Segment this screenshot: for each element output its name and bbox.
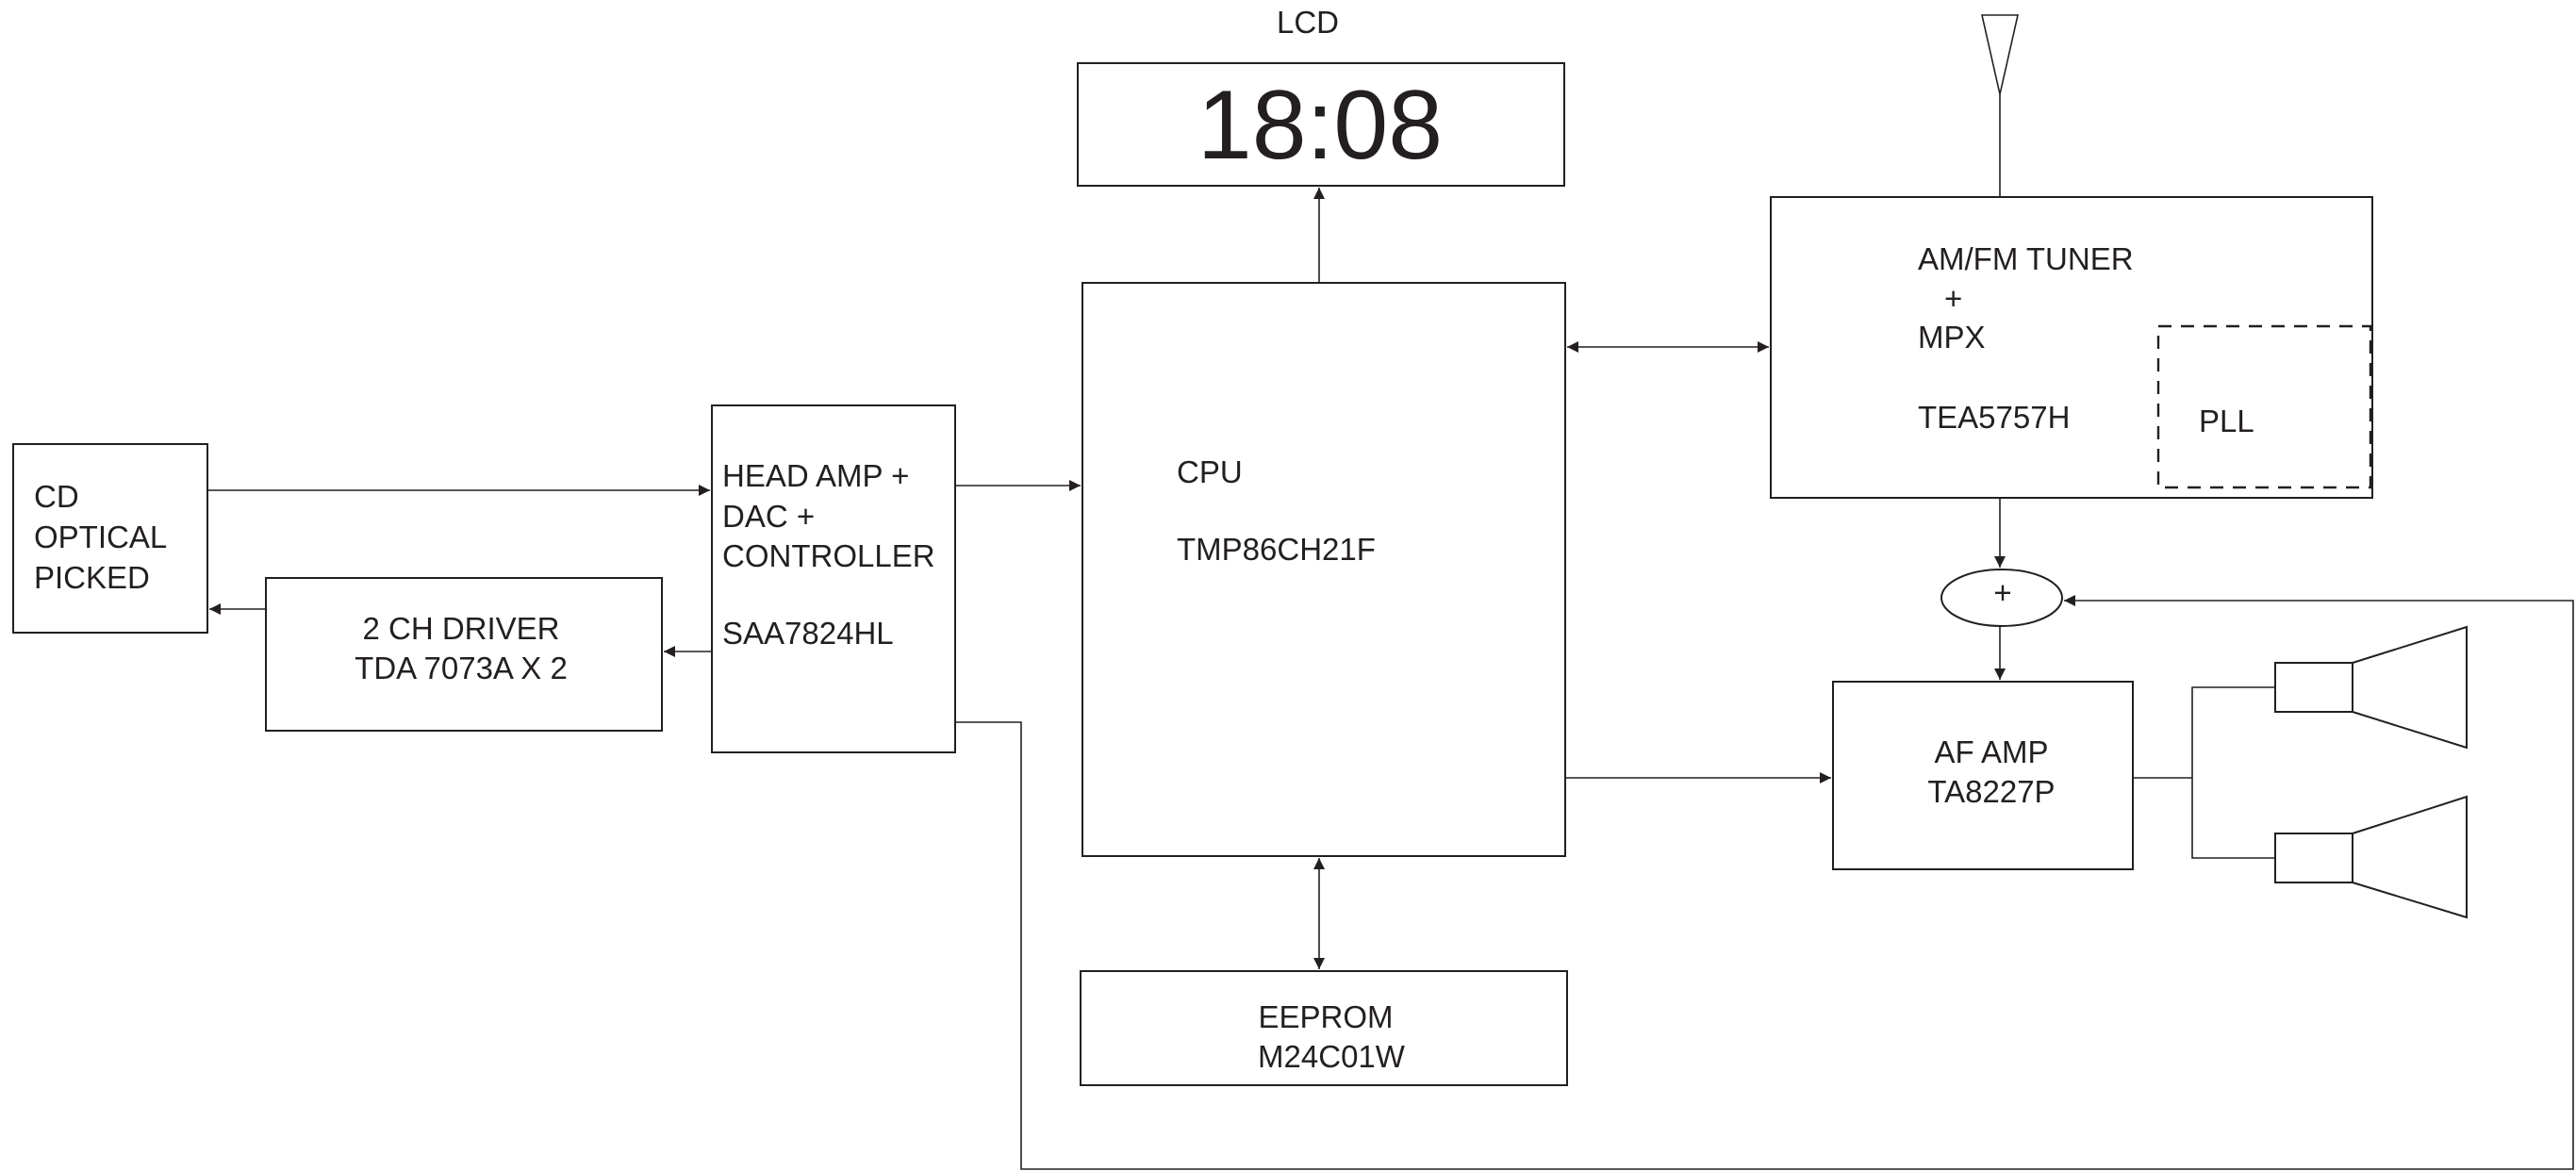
tuner-mpx-label: MPX [1918,320,1986,355]
lcd-display-value: 18:08 [1197,71,1443,180]
driver-part-number: TDA 7073A X 2 [355,651,568,685]
tuner-block: AM/FM TUNER + MPX TEA5757H PLL [1770,196,2373,499]
af-amp-part-number: TA8227P [1927,774,2055,809]
tuner-label: AM/FM TUNER [1918,241,2134,276]
cpu-block: CPU TMP86CH21F [1082,282,1566,857]
eeprom-block: EEPROM M24C01W [1080,970,1568,1086]
antenna-icon [1980,14,2020,197]
tuner-plus: + [1944,281,1962,316]
head-amp-part-number: SAA7824HL [722,616,894,651]
cd-pickup-label-2: OPTICAL [34,520,167,554]
pll-label: PLL [2199,404,2254,438]
lcd-title: LCD [1277,5,1339,40]
cpu-part-number: TMP86CH21F [1177,532,1376,567]
cd-optical-pickup-block: CD OPTICAL PICKED [12,443,208,634]
mixer-node: + [1940,569,2063,627]
speaker-feed-line [2191,686,2275,859]
head-amp-label-2: DAC + [722,499,815,534]
mixer-symbol: + [1993,575,2011,610]
cd-audio-to-mixer-line [955,595,2574,1170]
lcd-block: 18:08 [1077,62,1565,187]
cpu-label: CPU [1177,454,1243,489]
cd-pickup-label-3: PICKED [34,560,150,595]
eeprom-part-number: M24C01W [1258,1039,1406,1074]
head-amp-block: HEAD AMP + DAC + CONTROLLER SAA7824HL [711,404,956,753]
af-amp-block: AF AMP TA8227P [1832,681,2134,870]
signal-connections [207,188,2574,1170]
head-amp-label-1: HEAD AMP + [722,458,909,493]
cd-pickup-label-1: CD [34,479,79,514]
af-amp-label: AF AMP [1934,734,2048,769]
head-amp-label-3: CONTROLLER [722,538,935,573]
eeprom-label: EEPROM [1258,999,1393,1034]
pll-region [2156,324,2372,489]
speaker-icon-top [2274,625,2468,750]
driver-label: 2 CH DRIVER [362,611,559,646]
speaker-icon-bottom [2274,795,2468,919]
driver-block: 2 CH DRIVER TDA 7073A X 2 [265,577,663,732]
tuner-part-number: TEA5757H [1918,400,2070,435]
